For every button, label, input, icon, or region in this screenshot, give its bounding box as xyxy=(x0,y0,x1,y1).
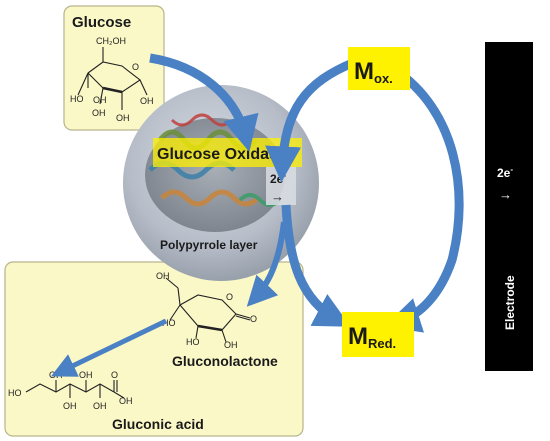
glucose-label: Glucose xyxy=(72,14,131,31)
glucose-ho: HO xyxy=(70,94,84,104)
glucose-ring-o: O xyxy=(132,62,139,72)
mediator-red: MRed. xyxy=(342,312,414,357)
gluconolactone-carbonyl-o: O xyxy=(250,314,257,324)
glucose-oh-anomeric: OH xyxy=(140,96,154,106)
gluconolactone-ring-o: O xyxy=(226,292,233,302)
gluconic-acid-oh-3: OH xyxy=(63,401,77,411)
gluconic-acid-carbonyl-o: O xyxy=(111,370,118,380)
gluconolactone-oh-bottom: OH xyxy=(224,340,238,350)
gluconic-acid-oh-2: OH xyxy=(79,370,93,380)
glucose-oh-mid: OH xyxy=(93,95,107,105)
layer-label: Polypyrrole layer xyxy=(160,238,258,252)
mox-to-enzyme-arrow xyxy=(265,57,357,183)
electrode-label: Electrode xyxy=(503,275,517,330)
gluconolactone-structure: OH O O HO HO OH xyxy=(156,271,257,350)
enzyme-label: Glucose Oxidase xyxy=(157,146,287,163)
mediator-ox-label: Mox. xyxy=(354,58,393,86)
glucose-structure: CH₂OH O HO OH OH OH OH xyxy=(70,36,154,123)
gluconic-acid-oh-acid: OH xyxy=(119,396,133,406)
gluconolactone-ho-mid: HO xyxy=(186,337,200,347)
gluconolactone-oh-top: OH xyxy=(156,271,170,281)
gluconic-acid-label: Gluconic acid xyxy=(112,416,204,432)
glucose-oh-bottom-right: OH xyxy=(116,113,130,123)
mediator-ox: Mox. xyxy=(348,47,410,90)
electrode-arrow-glyph: → xyxy=(499,187,512,202)
flow-arrows xyxy=(149,53,464,333)
enzyme-to-lactone-arrow xyxy=(246,221,287,307)
electrode: 2e- → Electrode xyxy=(485,42,533,371)
lactone-to-acid-arrow xyxy=(50,318,168,377)
glucose-to-enzyme-arrow xyxy=(149,53,259,153)
gluconolactone-ho-left: HO xyxy=(162,318,176,328)
products-panel: OH O O HO HO OH Gluconolactone HO OH OH … xyxy=(4,261,304,437)
gluconic-acid-ho-end: HO xyxy=(8,388,22,398)
glucose-ch2oh: CH₂OH xyxy=(96,36,126,46)
mred-to-mox-cycle-arrow xyxy=(384,66,464,333)
glucose-oh-bottom-left: OH xyxy=(92,108,106,118)
mediator-red-label: MRed. xyxy=(348,323,396,351)
gluconolactone-label: Gluconolactone xyxy=(172,353,278,369)
enzyme-to-mred-arrow xyxy=(281,204,351,327)
gluconic-acid-oh-4: OH xyxy=(93,401,107,411)
glucose-panel: Glucose CH₂OH O HO OH OH OH OH xyxy=(63,5,165,131)
electrons-electrode: 2e- xyxy=(497,165,513,180)
electron-arrow-glyph: → xyxy=(271,189,284,204)
